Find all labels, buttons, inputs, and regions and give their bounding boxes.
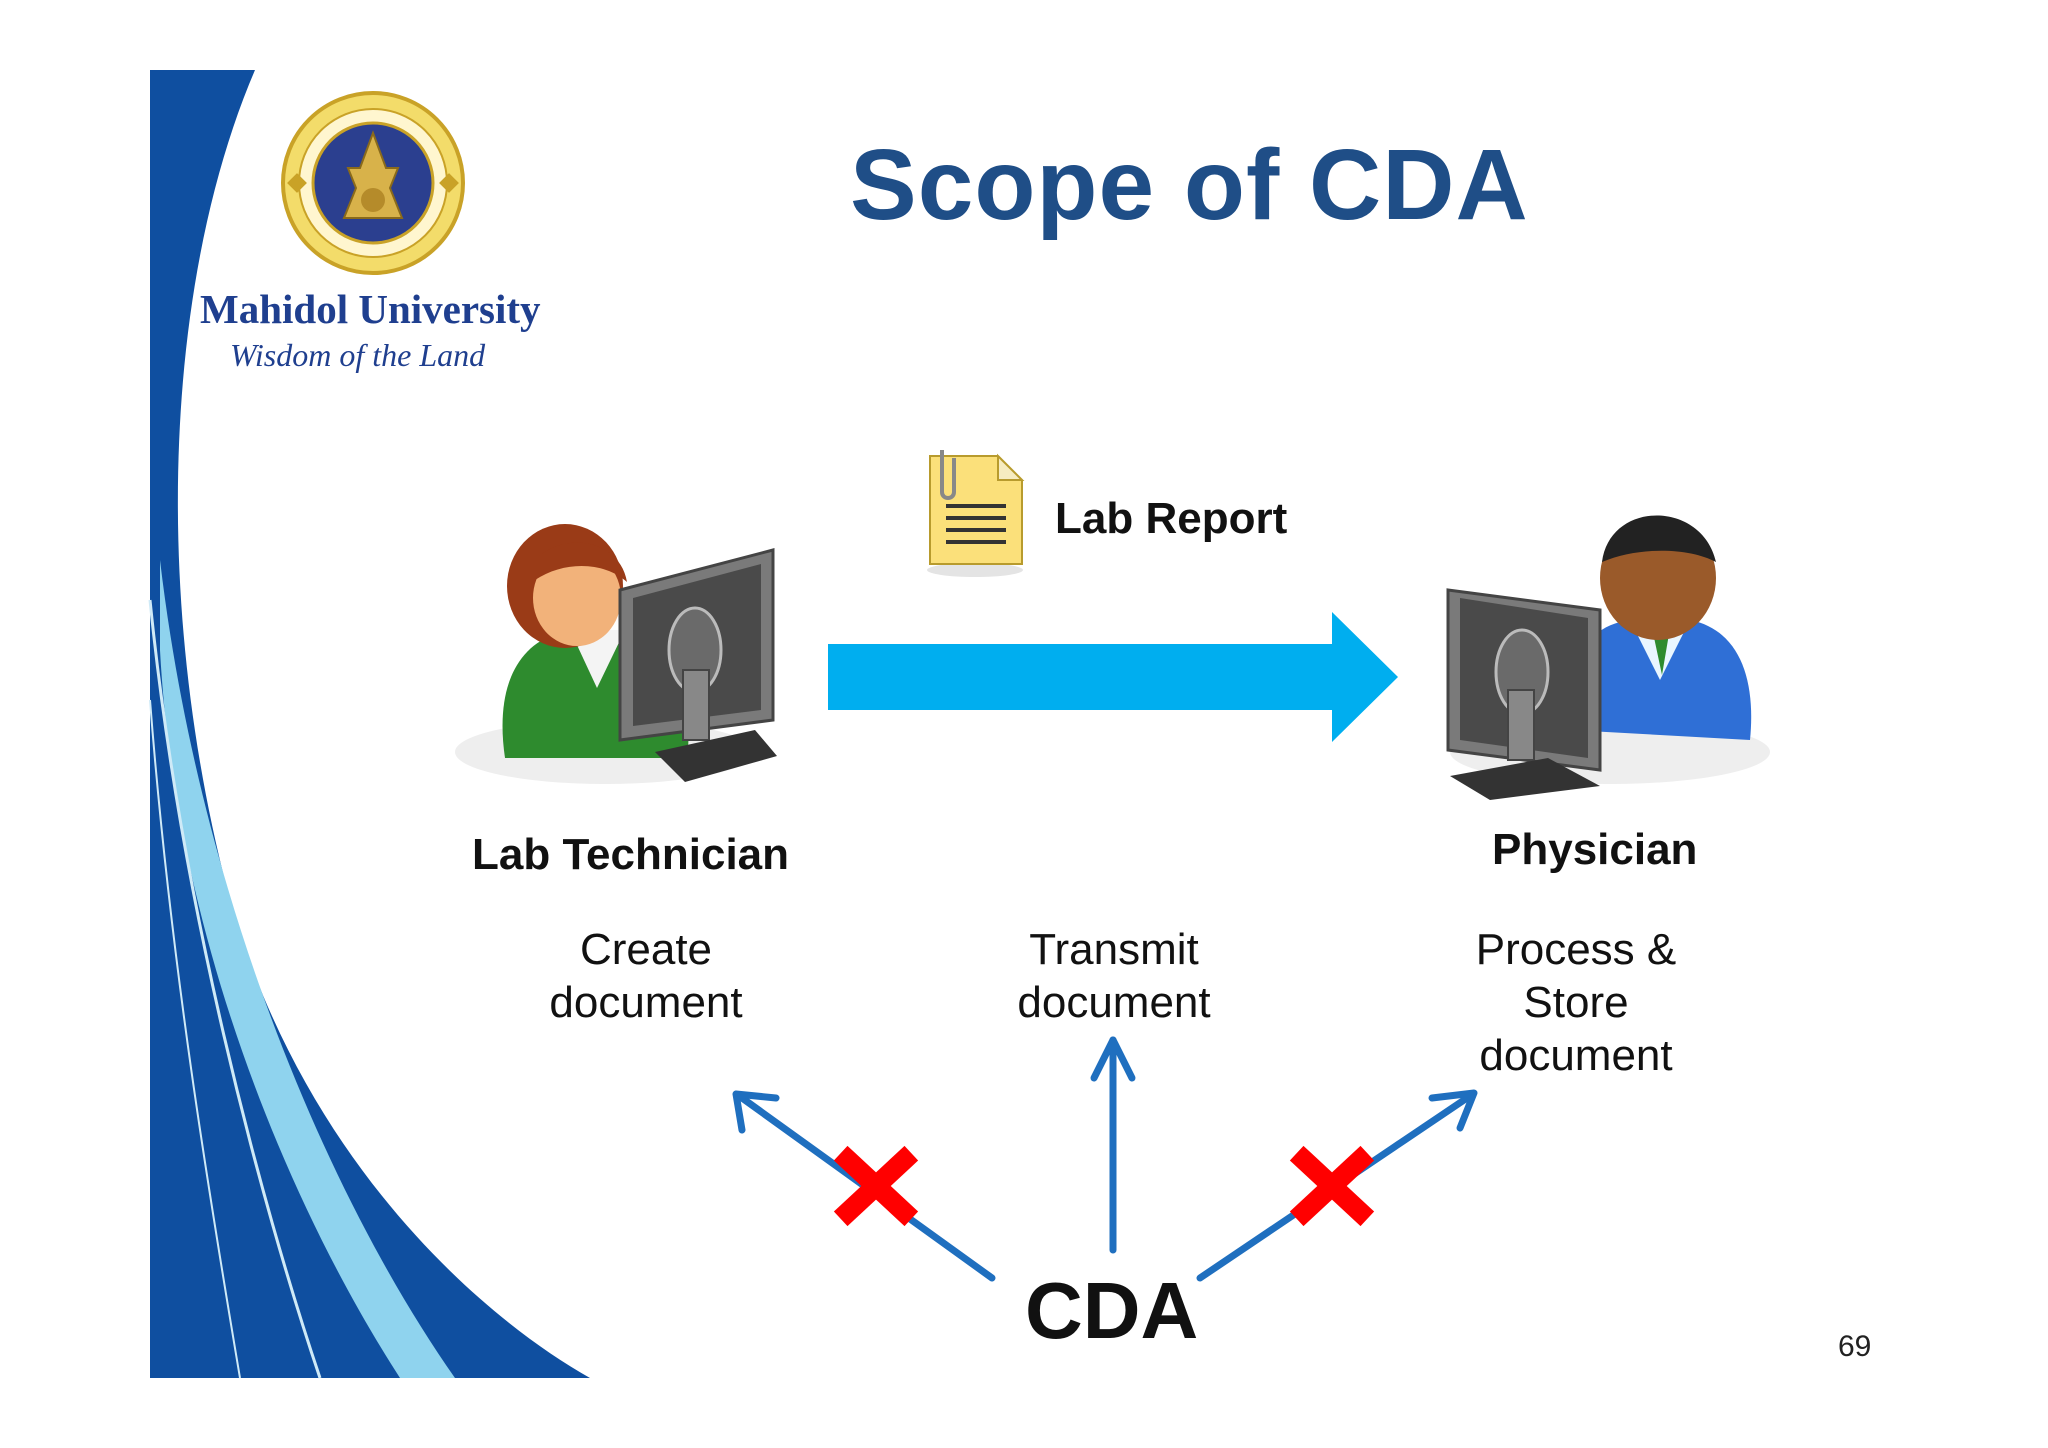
cda-to-create-arrowhead — [732, 1090, 780, 1134]
process-line-3: document — [1479, 1031, 1673, 1080]
process-document-caption: Process & Store document — [1436, 923, 1716, 1082]
band-thin-stripe-2 — [149, 699, 241, 1379]
excluded-process-cross — [1289, 1145, 1375, 1227]
transmit-line-1: Transmit — [1029, 925, 1199, 974]
create-document-caption: Create document — [506, 923, 786, 1029]
cda-to-transmit-arrowhead — [1090, 1036, 1136, 1082]
slide-title: Scope of CDA — [850, 129, 1529, 241]
excluded-create-cross — [833, 1145, 919, 1227]
university-motto: Wisdom of the Land — [230, 337, 486, 373]
physician-label: Physician — [1492, 825, 1698, 874]
transmit-document-caption: Transmit document — [974, 923, 1254, 1029]
university-name: Mahidol University — [200, 286, 541, 332]
transmit-line-2: document — [1017, 978, 1211, 1027]
page-number: 69 — [1838, 1330, 1872, 1363]
create-line-2: document — [549, 978, 743, 1027]
document-label: Lab Report — [1055, 494, 1288, 543]
cda-label: CDA — [1025, 1266, 1199, 1355]
lab-technician-label: Lab Technician — [472, 830, 790, 879]
create-line-1: Create — [579, 925, 713, 974]
lab-technician-icon — [455, 524, 777, 784]
band-thin-stripe-1 — [148, 599, 322, 1379]
transmit-flow-arrow — [828, 612, 1398, 742]
physician-icon — [1446, 515, 1770, 800]
process-line-1: Process & — [1475, 925, 1677, 974]
document-icon — [927, 450, 1025, 577]
process-line-2: Store — [1523, 978, 1629, 1027]
cda-to-process-arrowhead — [1428, 1089, 1478, 1132]
band-light-stripe — [160, 560, 455, 1378]
university-seal-icon — [281, 91, 465, 275]
